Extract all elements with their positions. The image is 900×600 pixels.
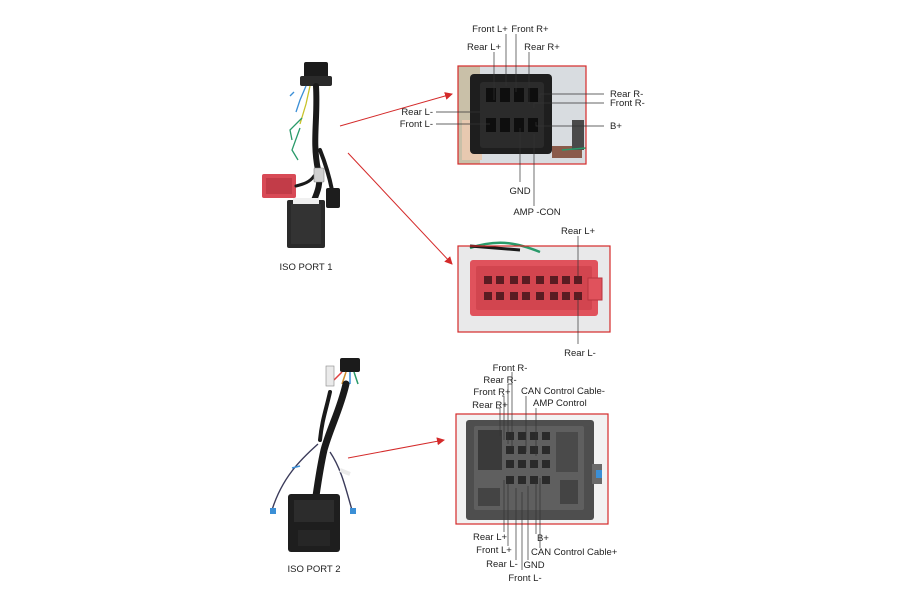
iso-port-1-caption: ISO PORT 1 <box>280 262 333 273</box>
connector-a-label-front-r-plus: Front R+ <box>511 24 549 35</box>
connector-a-label-front-r-minus: Front R- <box>610 98 645 109</box>
connector-a-label-rear-r-plus: Rear R+ <box>524 42 560 53</box>
connector-a-label-gnd: GND <box>509 186 530 197</box>
connector-a-frame <box>457 65 587 165</box>
connector-a-label-b-plus: B+ <box>610 121 622 132</box>
connector-c-label-front-r-minus: Front R- <box>493 363 528 374</box>
connector-c-label-rear-r-minus: Rear R- <box>483 375 516 386</box>
connector-c-label-front-r-plus: Front R+ <box>473 387 511 398</box>
connector-c-label-front-l-plus: Front L+ <box>476 545 512 556</box>
connector-b-photo <box>458 241 610 332</box>
connector-c-label-rear-r-plus: Rear R+ <box>472 400 508 411</box>
connector-c-label-rear-l-minus: Rear L- <box>486 559 518 570</box>
arrow-to-connector-c <box>347 437 445 459</box>
harness-2-illustration <box>270 358 360 552</box>
arrow-to-connector-b <box>347 152 453 265</box>
connector-b-label-rear-l-minus: Rear L- <box>564 348 596 359</box>
connector-c-label-can-control-minus: CAN Control Cable- <box>521 386 605 397</box>
connector-c-photo <box>456 414 608 524</box>
connector-c-label-b-plus: B+ <box>537 533 549 544</box>
harness-1-illustration <box>262 62 340 248</box>
connector-c-frame <box>455 413 609 525</box>
connector-c-label-gnd: GND <box>523 560 544 571</box>
connector-a-label-amp-con: AMP -CON <box>513 207 560 218</box>
arrow-to-connector-a <box>339 92 453 127</box>
connector-b-frame <box>457 245 611 333</box>
connector-a-label-rear-l-plus: Rear L+ <box>467 42 502 53</box>
connector-a-label-rear-l-minus: Rear L- <box>401 107 433 118</box>
connector-c-label-can-control-plus: CAN Control Cable+ <box>531 547 618 558</box>
connector-c-label-front-l-minus: Front L- <box>508 573 541 584</box>
iso-port-2-caption: ISO PORT 2 <box>288 564 341 575</box>
connector-c-leaders <box>496 372 541 570</box>
connector-a-photo <box>458 66 587 164</box>
connector-b-label-rear-l-plus: Rear L+ <box>561 226 596 237</box>
connector-c-label-rear-l-plus: Rear L+ <box>473 532 508 543</box>
connector-c-label-amp-control: AMP Control <box>533 398 587 409</box>
connector-a-label-rear-r-minus: Rear R- <box>610 89 643 100</box>
connector-a-label-front-l-plus: Front L+ <box>472 24 508 35</box>
connector-a-leaders <box>436 34 604 206</box>
connector-a-label-front-l-minus: Front L- <box>400 119 433 130</box>
